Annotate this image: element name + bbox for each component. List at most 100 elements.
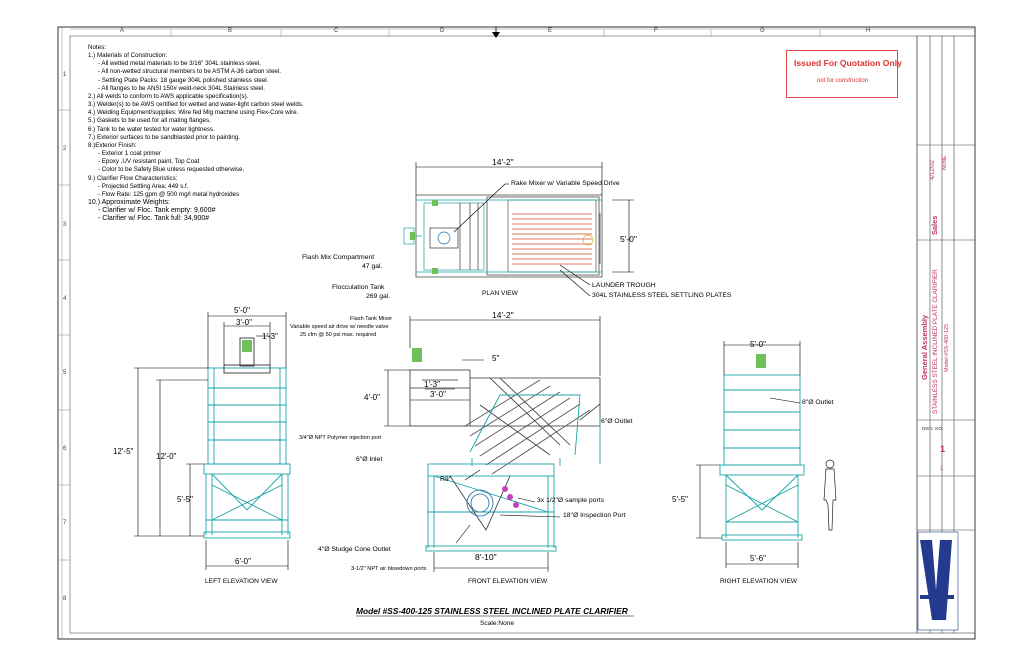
settling-plates-label: 304L STAINLESS STEEL SETTLING PLATES — [592, 292, 732, 299]
front-4ft-dim: 4'-0" — [364, 393, 380, 402]
drawing-scale: Scale:None — [480, 620, 515, 627]
zone-col-e: E — [548, 28, 553, 34]
blowdown-label: 3-1/2" NPT air blowdown ports — [351, 566, 427, 572]
front-structure — [425, 394, 601, 552]
note-line: - Clarifier w/ Floc. Tank full: 34,900# — [98, 215, 210, 223]
zone-col-g: G — [760, 28, 765, 34]
front-3ft-dim: 3'-0" — [430, 390, 446, 399]
left-width-dim: 5'-0" — [234, 306, 250, 315]
note-line: - All wetted metal materials to be 3/16"… — [98, 60, 261, 68]
drawing-title: Model #SS-400-125 STAINLESS STEEL INCLIN… — [356, 606, 628, 616]
tb-project: General Assembly — [920, 314, 929, 380]
right-view-title: RIGHT ELEVATION VIEW — [720, 578, 797, 585]
tb-dwg-no: 1 — [940, 444, 946, 454]
note-line: - All non-wetted structural members to b… — [98, 68, 281, 76]
stamp-title: Issued For Quotation Only — [794, 58, 902, 68]
stamp-subtitle: not for construction — [817, 78, 869, 84]
note-line: - Exterior 1 coat primer — [98, 150, 161, 158]
left-green-motor — [242, 340, 252, 352]
left-height-1: 12'-5" — [113, 447, 134, 456]
zone-row-1: 1 — [63, 72, 67, 78]
right-height-dim: 5'-5" — [672, 495, 688, 504]
front-13-dim: 1'-3" — [424, 380, 440, 389]
right-green-motor — [756, 354, 766, 368]
note-line: 10.) Approximate Weights: — [88, 198, 170, 206]
company-logo — [917, 531, 959, 631]
zone-col-b: B — [228, 28, 233, 34]
plan-settling-plates — [512, 213, 592, 265]
floc-tank-label: Flocculation Tank — [332, 284, 385, 291]
right-dimensions — [696, 341, 801, 568]
left-elevation — [203, 337, 291, 539]
front-width-dim: 14'-2" — [492, 310, 514, 320]
flash-mixer-drive: Variable speed air drive w/ needle valve — [290, 324, 389, 330]
right-elevation — [719, 374, 805, 541]
front-sample-ports — [502, 486, 519, 508]
inlet-label: 6"Ø Inlet — [356, 456, 383, 463]
zone-row-3: 3 — [63, 222, 67, 228]
notes-heading: Notes: — [88, 44, 106, 51]
front-green-motor — [412, 348, 422, 362]
note-line: - Projected Settling Area: 449 s.f. — [98, 182, 189, 190]
note-line: - Flow Rate: 125 gpm @ 500 mg/l metal hy… — [98, 190, 240, 198]
right-base-dim: 5'-6" — [750, 554, 766, 563]
note-line: - Settling Plate Packs: 18 gauge 304L po… — [98, 76, 269, 84]
tb-dwg-no-label: DWG. NO. — [922, 426, 943, 431]
note-line: 7.) Exterior surfaces to be sandblasted … — [88, 133, 241, 141]
flash-mixer-air: 25 cfm @ 50 psi max. required — [300, 332, 377, 338]
sample-ports-label: 3x 1/2"Ø sample ports — [537, 497, 605, 504]
note-line: 5.) Gaskets to be used for all mating fl… — [88, 117, 211, 125]
polymer-port-label: 3/4"Ø NPT Polymer injection port — [299, 435, 382, 441]
front-plates — [464, 379, 591, 475]
right-width-dim: 5'-0" — [750, 340, 766, 349]
note-line: 4.) Welding Equipment/supplies: Wire fed… — [88, 109, 299, 117]
floc-tank-volume: 269 gal. — [366, 293, 391, 300]
tb-date: 4/12/02 — [930, 159, 936, 180]
left-height-2: 12'-0" — [156, 452, 177, 461]
quotation-stamp: Issued For Quotation Only not for constr… — [786, 50, 902, 98]
flash-mix-volume: 47 gal. — [362, 263, 383, 270]
front-cone — [449, 475, 511, 531]
front-5-dim: 5" — [492, 354, 500, 363]
front-dimensions — [384, 316, 601, 572]
zone-col-d: D — [440, 28, 445, 34]
zone-row-2: 2 — [63, 146, 67, 152]
tb-sales: Sales — [930, 215, 939, 235]
left-height-3: 5'-5" — [177, 495, 193, 504]
note-line: 1.) Materials of Construction: — [88, 52, 168, 60]
plan-view — [403, 194, 603, 278]
radius-label: R9" — [440, 476, 452, 483]
plan-height-dim: 5'-0" — [620, 234, 637, 244]
tb-scale: NONE — [942, 155, 948, 170]
plan-view-title: PLAN VIEW — [482, 290, 518, 297]
note-line: 6.) Tank to be water tested for water ti… — [88, 125, 215, 133]
note-line: 8.)Exterior Finish: — [88, 141, 137, 149]
inspection-port-label: 18"Ø Inspection Port — [563, 512, 626, 519]
zone-row-4: 4 — [63, 296, 67, 302]
front-outlet-label: 6"Ø Outlet — [601, 418, 633, 425]
launder-label: LAUNDER TROUGH — [592, 282, 656, 289]
plan-green-parts — [410, 200, 438, 274]
flash-mixer-label: Flash Tank Mixer — [350, 316, 393, 322]
general-notes: Notes: 1.) Materials of Construction: - … — [88, 44, 304, 223]
front-view-title: FRONT ELEVATION VIEW — [468, 578, 548, 585]
left-dimensions — [134, 312, 289, 570]
note-line: 9.) Clarifier Flow Characteristics: — [88, 174, 178, 182]
sludge-outlet-label: 4"Ø Sludge Cone Outlet — [318, 546, 391, 553]
left-base-dim: 6'-0" — [235, 557, 251, 566]
note-line: - Clarifier w/ Floc. Tank empty: 9,600# — [98, 207, 216, 215]
note-line: - Epoxy ,UV resistant paint, Top Coat — [98, 158, 200, 166]
zone-row-5: 5 — [63, 370, 67, 376]
tb-model: Model #SS-400-125 — [944, 324, 950, 372]
front-base-dim: 8'-10" — [475, 552, 497, 562]
rake-mixer-label: Rake Mixer w/ Variable Speed Drive — [511, 180, 620, 187]
tb-description: STAINLESS STEEL INCLINED PLATE CLARIFIER — [932, 269, 939, 414]
left-13-dim: 1'-3" — [262, 332, 278, 341]
plan-dimensions — [415, 162, 634, 297]
left-inner-dim: 3'-0" — [236, 318, 252, 327]
right-outlet-label: 8"Ø Outlet — [802, 399, 834, 406]
zone-col-h: H — [866, 28, 871, 34]
note-line: 2.) All welds to conform to AWS applicab… — [88, 92, 249, 100]
